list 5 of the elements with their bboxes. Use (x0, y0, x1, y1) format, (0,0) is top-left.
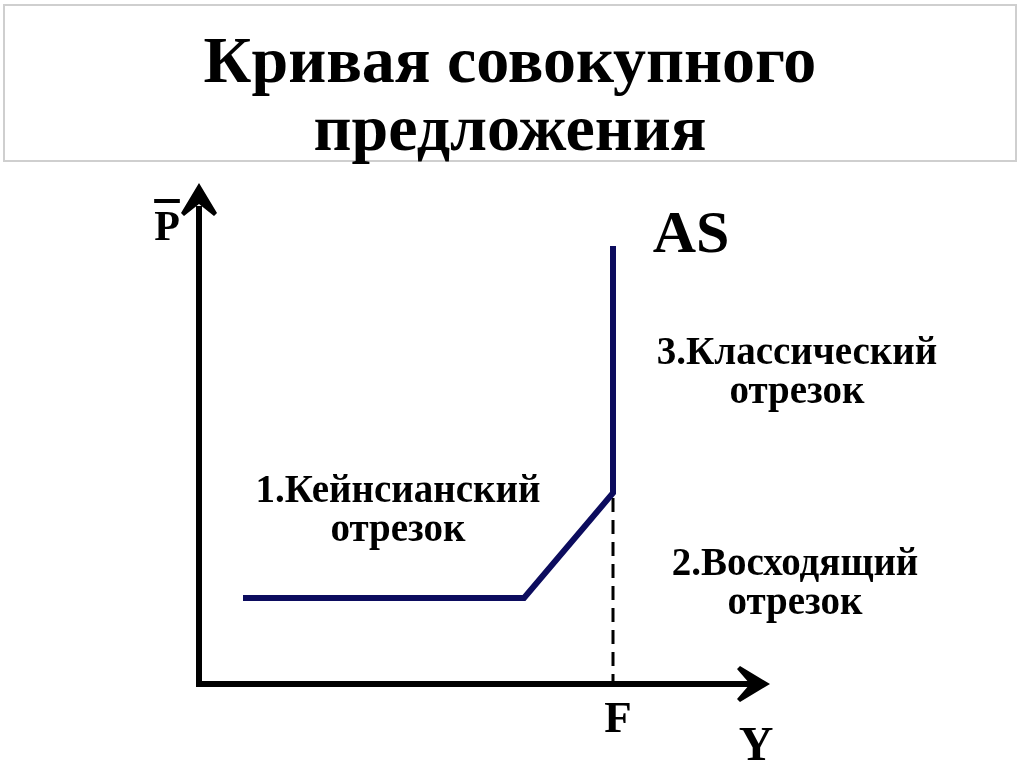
axis-label: Y (737, 720, 775, 768)
axis-mark-label: F (603, 695, 633, 740)
axis-label: P (153, 205, 181, 247)
slide-title: Кривая совокупного предложения (3, 4, 1017, 162)
curve-label: AS (651, 202, 731, 262)
